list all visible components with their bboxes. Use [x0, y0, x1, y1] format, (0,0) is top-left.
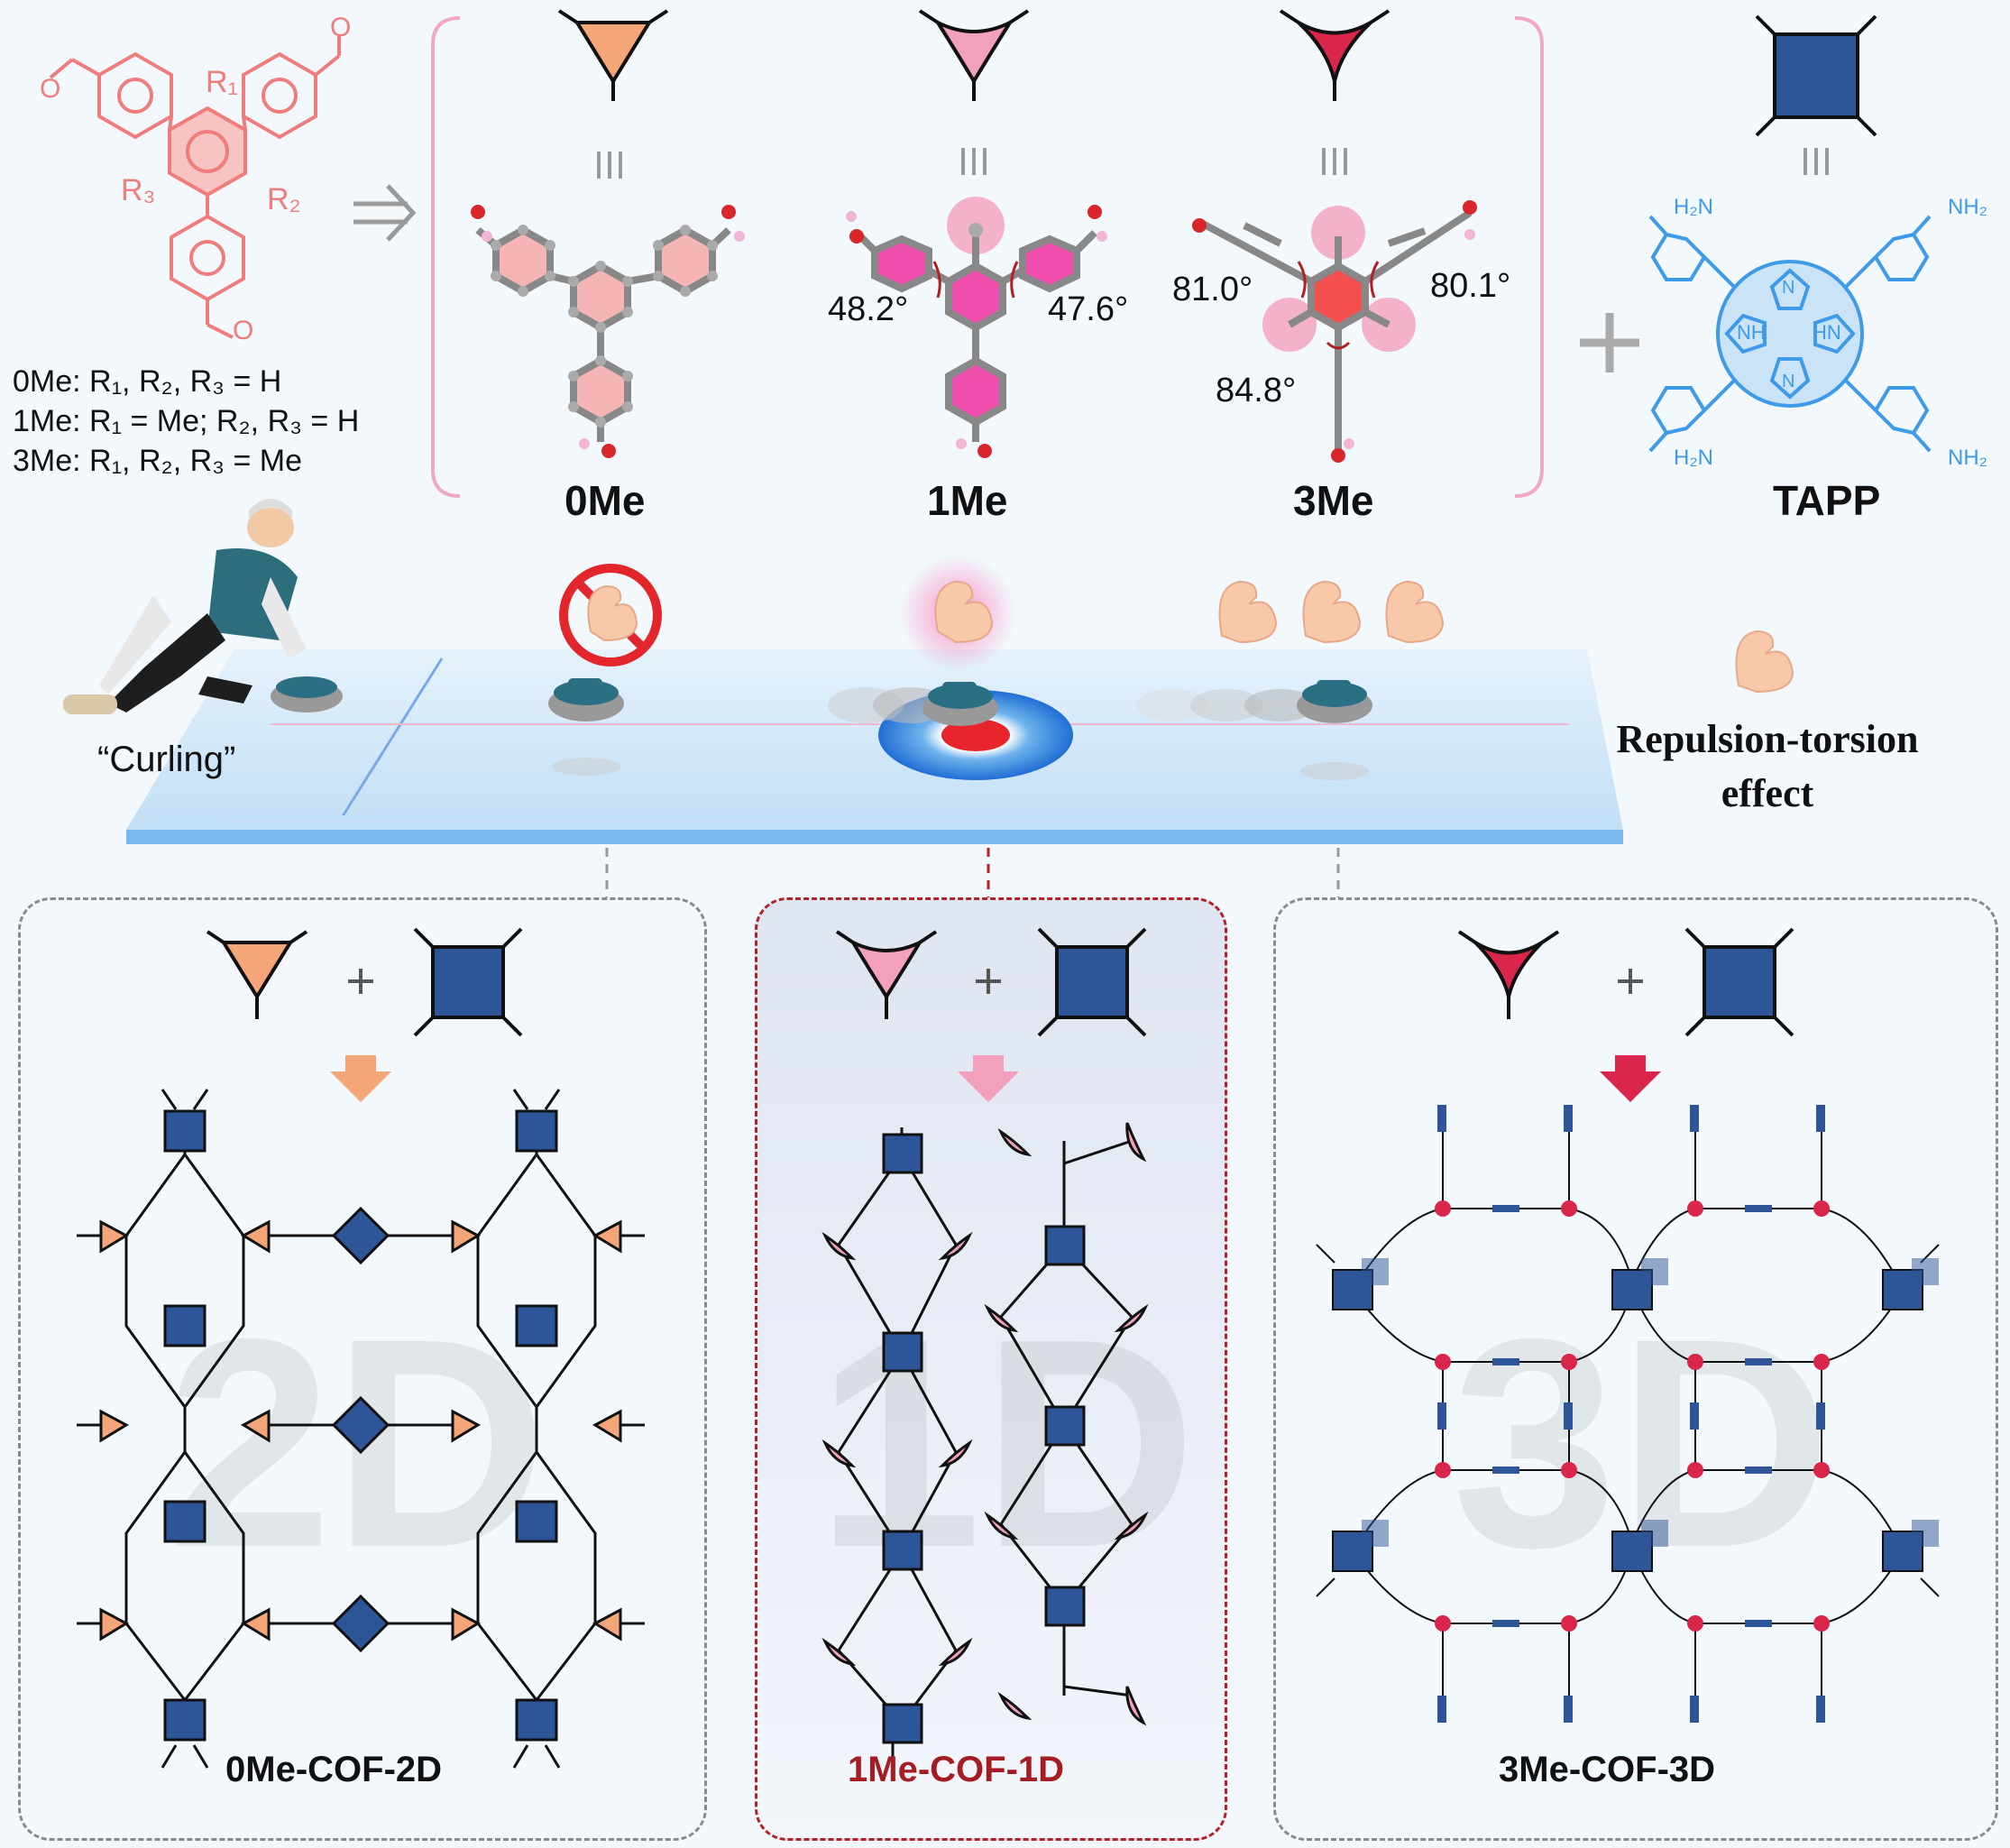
bracket-right — [1514, 16, 1544, 498]
oxygen-label: O — [40, 74, 60, 104]
network-3d — [1316, 1109, 1940, 1723]
substituent-line-0me: 0Me: R₁, R₂, R₃ = H — [13, 364, 282, 399]
triangle-node-icon-0me — [557, 9, 669, 101]
molecule-model-1me — [846, 197, 1107, 458]
tapp-molecule — [1648, 215, 1932, 453]
panel-label-1me-cof-1d: 1Me-COF-1D — [848, 1750, 1065, 1789]
torsion-angle-3me-bottom: 84.8° — [1216, 372, 1297, 409]
label-1me: 1Me — [927, 477, 1008, 524]
panel-0me-cof-2d — [18, 897, 707, 1841]
linker-molecule — [49, 36, 341, 339]
square-node-icon-tapp — [1755, 14, 1877, 137]
label-0me: 0Me — [564, 477, 646, 524]
r3-label: R₃ — [121, 173, 156, 207]
equivalence-marks — [597, 148, 1829, 179]
panel-1d-reaction-icons — [835, 927, 1147, 1102]
panel-3me-cof-3d — [1273, 897, 1998, 1841]
curling-stone-3me — [1136, 680, 1372, 780]
panel-label-0me-cof-2d: 0Me-COF-2D — [225, 1750, 443, 1789]
curling-stone-1me — [828, 682, 998, 726]
oxygen-label: O — [233, 316, 253, 345]
torsion-angle-1me-left: 48.2° — [828, 290, 909, 328]
molecule-model-0me — [471, 205, 745, 458]
r1-label: R₁ — [206, 65, 239, 99]
panel-3d-reaction-icons — [1457, 927, 1794, 1102]
star-node-icon-3me — [1279, 9, 1390, 101]
panel-2d-reaction-icons — [206, 927, 523, 1102]
tapp-amine-top-left: H₂N — [1674, 195, 1713, 219]
curler-figure — [63, 499, 343, 714]
network-2d — [77, 1089, 645, 1769]
torsion-angle-3me-left: 81.0° — [1172, 271, 1253, 308]
tapp-pyrrole-nh: NH — [1737, 321, 1766, 344]
effect-label: Repulsion-torsion effect — [1616, 717, 1919, 815]
torsion-angle-1me-right: 47.6° — [1048, 290, 1129, 328]
panel-1me-cof-1d — [755, 897, 1227, 1841]
molecule-model-3me — [1192, 200, 1477, 463]
r2-label: R₂ — [267, 182, 301, 216]
tapp-pyrrole-hn: HN — [1813, 321, 1841, 344]
tapp-amine-top-right: NH₂ — [1948, 195, 1987, 219]
curved-node-icon-1me — [918, 9, 1030, 101]
tapp-amine-bottom-left: H₂N — [1674, 446, 1713, 470]
panel-label-3me-cof-3d: 3Me-COF-3D — [1499, 1750, 1716, 1789]
network-2d-nodes — [99, 1109, 622, 1742]
implies-arrow — [353, 184, 417, 242]
curling-stone-0me — [548, 678, 624, 776]
tapp-amine-bottom-right: NH₂ — [1948, 446, 1987, 470]
curling-button-center — [941, 719, 1010, 751]
tapp-pyrrole-n-top: N — [1782, 278, 1795, 298]
bracket-left — [431, 16, 461, 498]
tapp-pyrrole-n-bottom: N — [1782, 372, 1795, 391]
network-1d — [837, 1127, 1133, 1768]
muscle-icon — [587, 580, 1794, 694]
plus-sign — [1580, 313, 1639, 372]
curling-label: “Curling” — [97, 740, 236, 779]
label-tapp: TAPP — [1773, 477, 1881, 524]
network-3d-nodes — [1332, 1105, 1939, 1723]
label-3me: 3Me — [1293, 477, 1374, 524]
substituent-line-3me: 3Me: R₁, R₂, R₃ = Me — [13, 444, 302, 478]
oxygen-label: O — [330, 13, 351, 42]
watermark-1d: 1D — [816, 1276, 1197, 1609]
torsion-angle-3me-right: 80.1° — [1430, 267, 1511, 305]
substituent-line-1me: 1Me: R₁ = Me; R₂, R₃ = H — [13, 404, 360, 438]
network-1d-nodes — [821, 1122, 1149, 1744]
